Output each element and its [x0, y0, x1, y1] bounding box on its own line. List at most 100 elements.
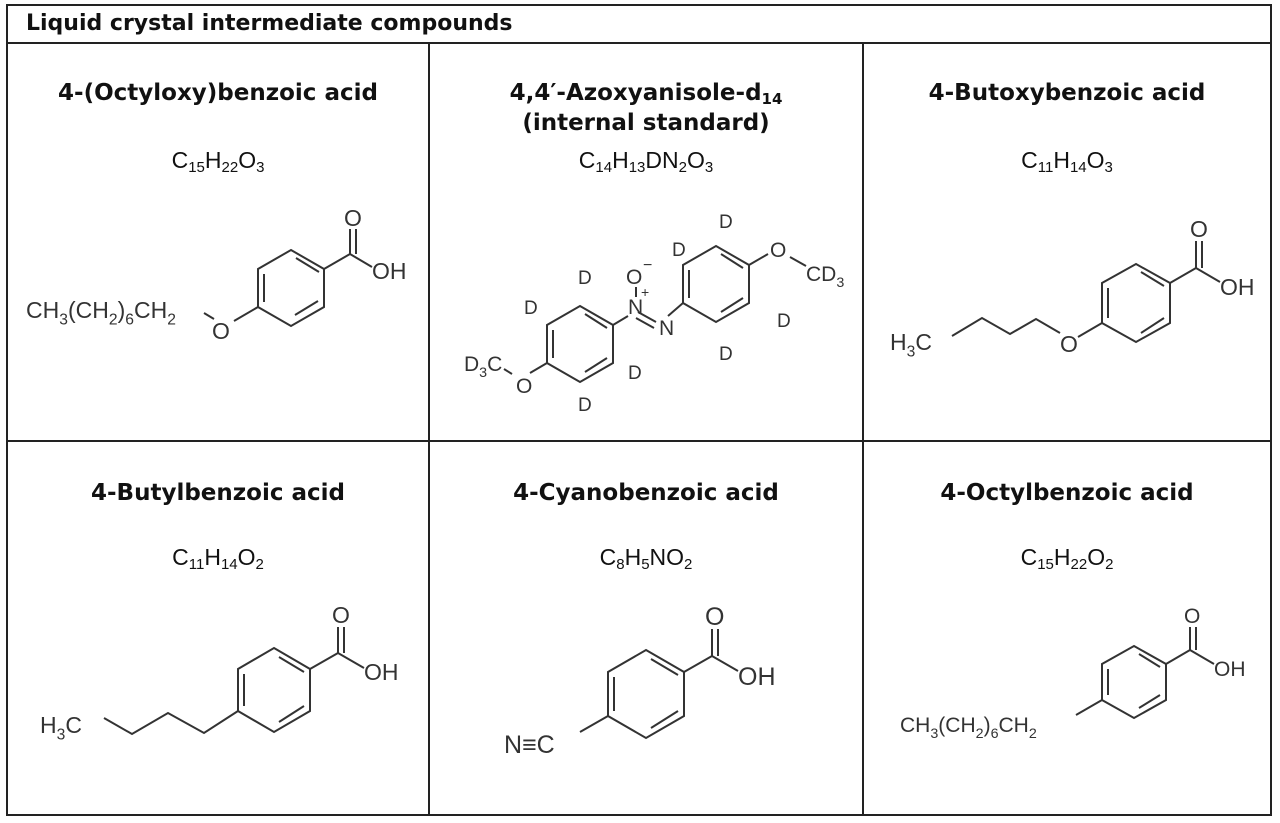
formula-element: O — [686, 147, 705, 173]
bond — [579, 715, 609, 733]
formula-subscript: 14 — [1069, 159, 1087, 176]
formula-subscript: 2 — [678, 159, 687, 176]
aromatic-bond — [1140, 271, 1165, 287]
formula-subscript: 2 — [255, 556, 264, 573]
compound-cell-octylbenzoic-acid: 4-Octylbenzoic acid C15H22O2 O OH CH3(CH… — [864, 442, 1270, 814]
group-label: D3C — [464, 353, 502, 381]
formula-element: H — [1053, 544, 1071, 570]
bond — [1077, 322, 1103, 338]
grid-divider — [8, 440, 1270, 442]
aromatic-bond — [720, 297, 744, 313]
compound-table: Liquid crystal intermediate compounds 4-… — [6, 4, 1272, 816]
formula-subscript: 14 — [220, 556, 238, 573]
atom-label: OH — [1214, 658, 1246, 681]
deuterium-label: D — [628, 363, 642, 384]
chain-label: CH3(CH2)6CH2 — [900, 714, 1037, 742]
grid-divider — [862, 44, 864, 814]
grid-divider — [428, 44, 430, 814]
formula-subscript: 14 — [595, 159, 613, 176]
compound-name: 4-Cyanobenzoic acid — [513, 480, 779, 506]
bond — [337, 652, 365, 669]
benzene-ring — [546, 304, 614, 384]
atom-label: OH — [738, 663, 776, 691]
compound-grid: 4-(Octyloxy)benzoic acid C15H22O3 O OH O — [8, 44, 1270, 814]
deuterium-label: D — [524, 298, 538, 319]
structure-diagram: O OH N≡C — [504, 603, 776, 759]
benzene-ring — [1101, 262, 1171, 344]
formula-element: O — [1086, 147, 1105, 173]
formula-element: H — [1053, 147, 1070, 173]
aromatic-bond — [584, 313, 608, 329]
atom-label: OH — [364, 659, 399, 685]
group-label: N≡C — [504, 731, 555, 759]
formula-subscript: 3 — [256, 159, 265, 176]
formula-element: C — [1020, 544, 1038, 570]
formula-element: C — [1021, 147, 1038, 173]
compound-name: 4-(Octyloxy)benzoic acid — [58, 80, 378, 106]
formula-element: O — [238, 147, 257, 173]
benzene-ring — [607, 648, 685, 740]
deuterium-label: D — [578, 395, 592, 416]
group-label: H3C — [890, 329, 932, 360]
benzene-ring — [1101, 644, 1167, 720]
double-bond — [635, 317, 655, 329]
bond — [233, 306, 259, 322]
compound-name-main: 4,4′-Azoxyanisole-d — [509, 80, 762, 106]
formula-subscript: 3 — [1104, 159, 1113, 176]
aromatic-bond — [294, 300, 319, 316]
alkyl-chain — [951, 316, 1061, 337]
formula-element: H — [204, 544, 221, 570]
deuterium-label: D — [719, 212, 733, 233]
compound-name: 4,4′-Azoxyanisole-d14 — [430, 78, 862, 114]
atom-label: O — [770, 239, 786, 262]
group-label: CD3 — [806, 263, 844, 291]
deuterium-label: D — [777, 311, 791, 332]
formula-element: O — [1087, 544, 1106, 570]
compound-cell-butylbenzoic-acid: 4-Butylbenzoic acid C11H14O2 O OH H3C — [8, 442, 428, 814]
molecular-formula: C14H13DN2O3 — [430, 147, 862, 176]
formula-subscript: 2 — [684, 556, 693, 573]
atom-label: OH — [1220, 274, 1255, 300]
table-title: Liquid crystal intermediate compounds — [26, 11, 513, 36]
bond — [1075, 699, 1103, 716]
charge-label: + — [641, 284, 649, 300]
compound-name: 4-Butylbenzoic acid — [91, 480, 345, 506]
aromatic-bond — [295, 257, 320, 273]
double-bond — [637, 311, 657, 323]
aromatic-bond — [278, 656, 305, 673]
compound-cell-azoxyanisole-d14: 4,4′-Azoxyanisole-d14 (internal standard… — [430, 44, 862, 440]
formula-subscript: 22 — [1070, 556, 1088, 573]
structure-diagram: N + N O − O CD3 O D3C D D D D D D — [464, 212, 844, 416]
formula-subscript: 2 — [1105, 556, 1114, 573]
formula-element: H — [624, 544, 642, 570]
aromatic-bond — [1138, 653, 1161, 668]
aromatic-bond — [278, 705, 305, 723]
atom-label: OH — [372, 258, 407, 284]
atom-label: O — [344, 205, 362, 231]
aromatic-bond — [720, 253, 744, 269]
bond — [349, 253, 373, 268]
formula-subscript: 11 — [188, 556, 205, 573]
compound-name-note: (internal standard) — [522, 110, 770, 136]
bond — [789, 256, 807, 267]
atom-label: N — [628, 296, 643, 319]
molecular-formula: C11H14O3 — [864, 147, 1270, 176]
compound-name: 4-Octylbenzoic acid — [940, 480, 1194, 506]
formula-element: NO — [649, 544, 685, 570]
bond — [1165, 649, 1191, 665]
group-label: H3C — [40, 712, 82, 743]
formula-subscript: 15 — [1037, 556, 1054, 573]
formula-subscript: 11 — [1037, 159, 1054, 176]
atom-label: O — [705, 603, 724, 631]
bond — [1169, 267, 1197, 284]
bond — [323, 253, 351, 270]
aromatic-bond — [650, 710, 679, 729]
bond — [529, 362, 548, 374]
atom-label: O — [1060, 331, 1078, 357]
bond — [309, 652, 339, 670]
bond — [1189, 649, 1215, 665]
aromatic-bond — [650, 658, 679, 676]
deuterium-label: D — [578, 268, 592, 289]
atom-label: O — [1184, 605, 1200, 628]
atom-label: O — [332, 602, 350, 628]
